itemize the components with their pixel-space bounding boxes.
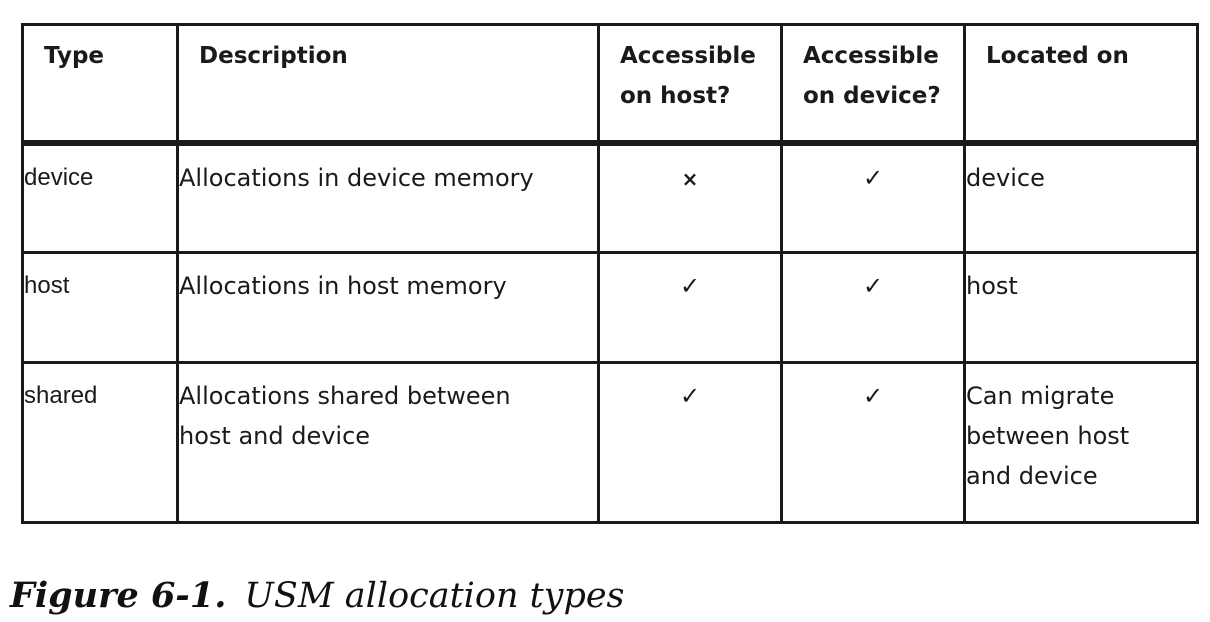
header-type: Type (21, 23, 179, 146)
check-mark-icon: ✓ (679, 272, 701, 300)
type-cell: device (21, 141, 179, 254)
header-description: Description (176, 23, 600, 146)
check-mark-icon: ✓ (862, 382, 884, 410)
host-access-cell: ✓ (597, 361, 783, 524)
host-access-cell: × (597, 141, 783, 254)
cross-mark-icon: × (681, 166, 699, 191)
description-cell: Allocations in device memory (176, 141, 600, 254)
header-located-on: Located on (963, 23, 1199, 146)
table-row-host: host Allocations in host memory ✓ ✓ host (21, 251, 1199, 364)
device-access-cell: ✓ (780, 361, 966, 524)
figure-title: USM allocation types (244, 576, 625, 616)
check-mark-icon: ✓ (679, 382, 701, 410)
type-cell: host (21, 251, 179, 364)
located-on-cell: device (963, 141, 1199, 254)
table-row-device: device Allocations in device memory × ✓ … (21, 141, 1199, 254)
figure-label: Figure 6-1. (10, 575, 227, 616)
located-on-cell: host (963, 251, 1199, 364)
figure-caption: Figure 6-1. USM allocation types (10, 573, 625, 619)
check-mark-icon: ✓ (862, 272, 884, 300)
host-access-cell: ✓ (597, 251, 783, 364)
type-cell: shared (21, 361, 179, 524)
check-mark-icon: ✓ (862, 163, 884, 192)
device-access-cell: ✓ (780, 251, 966, 364)
description-cell: Allocations in host memory (176, 251, 600, 364)
device-access-cell: ✓ (780, 141, 966, 254)
